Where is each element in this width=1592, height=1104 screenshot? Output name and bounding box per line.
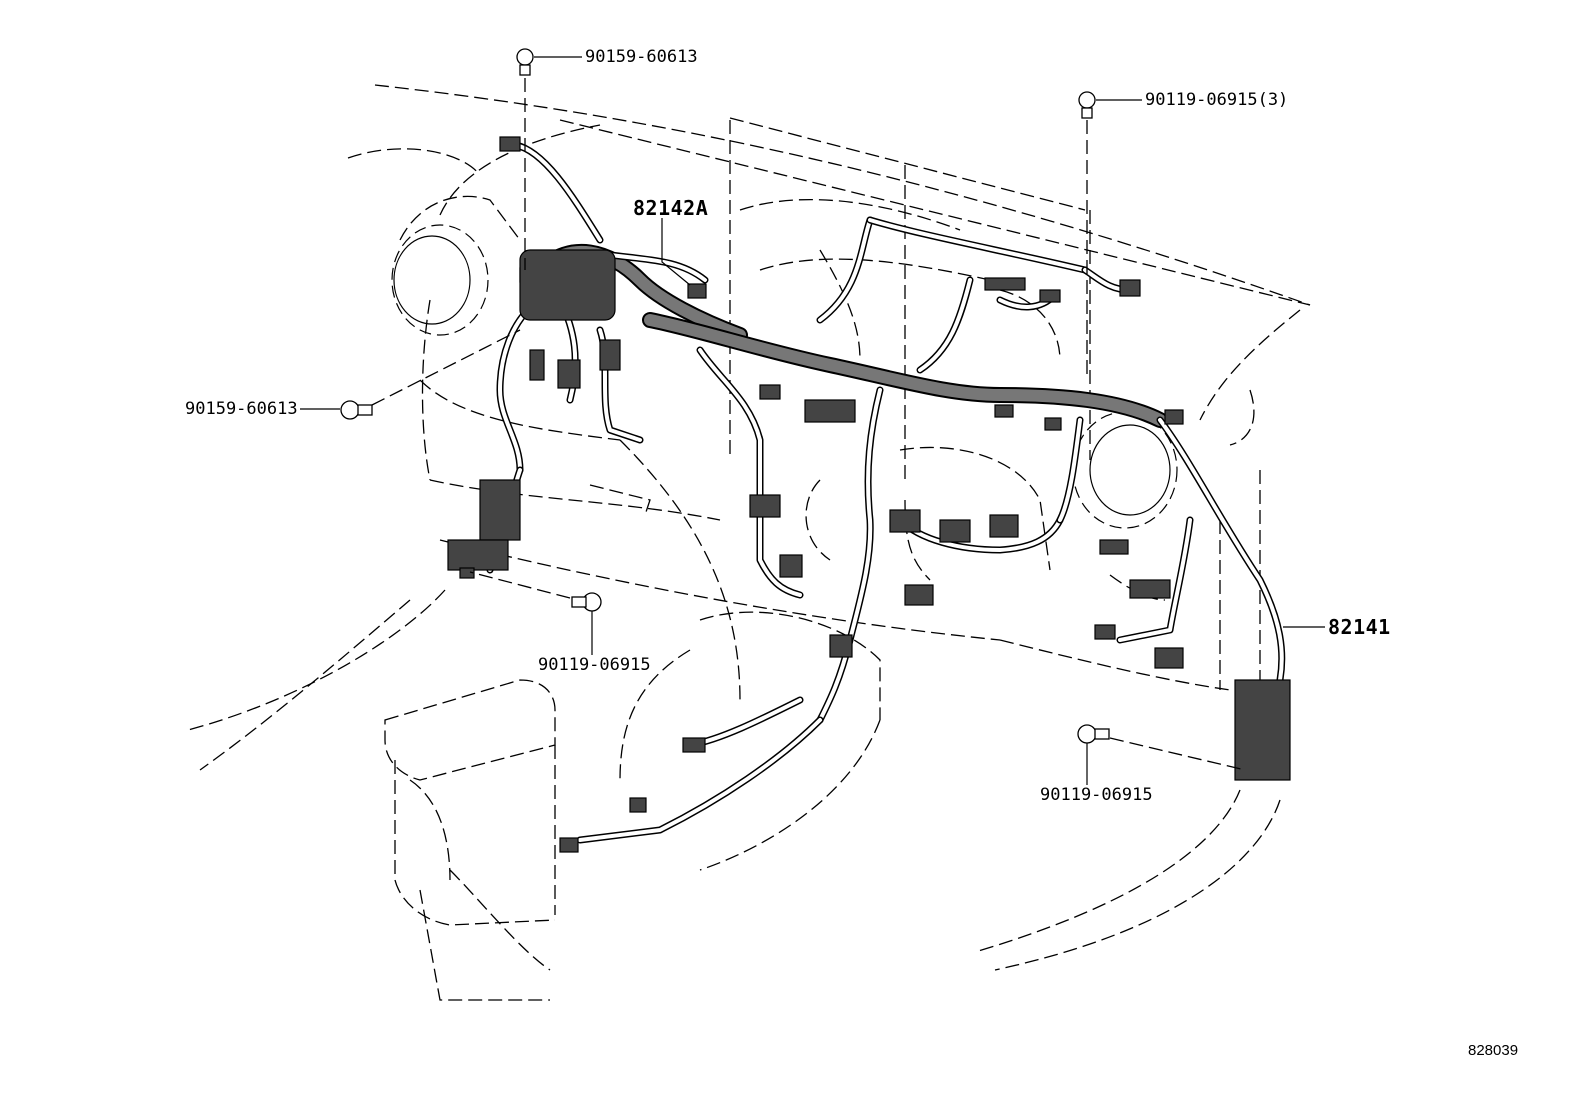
center-console [384, 679, 556, 1001]
harness-82141 [559, 216, 1291, 853]
leader-lines [300, 56, 1325, 785]
bolt-top-right-icon [1078, 91, 1096, 380]
callout-bolt-left: 90159-60613 [185, 399, 298, 419]
bolt-left-icon [340, 329, 521, 420]
harness-82142A [447, 136, 748, 579]
body-outline [187, 84, 1311, 971]
callout-harness-upper: 82142A [633, 196, 709, 220]
callout-bolt-top-right: 90119-06915(3) [1145, 90, 1289, 110]
callout-bolt-top-left: 90159-60613 [585, 47, 698, 67]
bolt-top-left-icon [516, 48, 534, 270]
vent-right-icon [1072, 411, 1178, 529]
callout-bolt-right: 90119-06915 [1040, 785, 1153, 805]
bolt-right-icon [1077, 724, 1246, 771]
callout-bolt-center: 90119-06915 [538, 655, 651, 675]
vent-left-icon [391, 224, 489, 336]
diagram-id: 828039 [1468, 1042, 1519, 1059]
callout-harness-main: 82141 [1328, 615, 1391, 639]
bolt-center-icon [469, 571, 602, 612]
